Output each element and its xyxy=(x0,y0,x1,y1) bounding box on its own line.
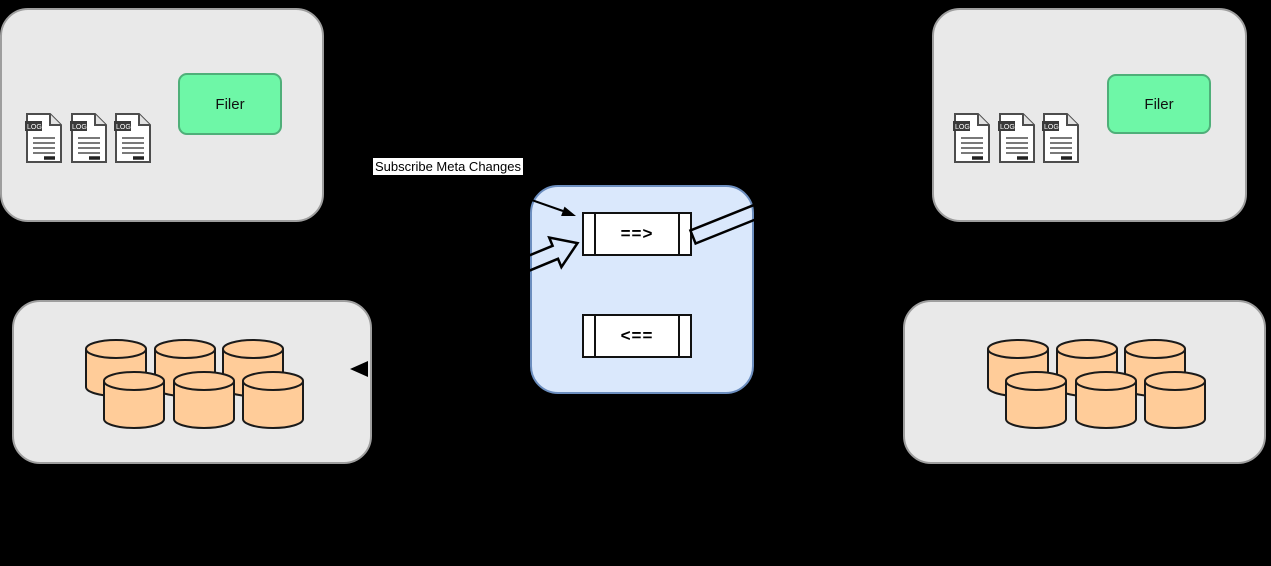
volume-server-icon xyxy=(1144,371,1206,430)
log-badge-label: LOG xyxy=(72,124,87,131)
volume-cluster-right xyxy=(903,300,1266,464)
filer-cluster-left: LOG LOG LOG Filer xyxy=(0,8,324,222)
log-badge-label: LOG xyxy=(116,124,131,131)
log-badge-label: LOG xyxy=(1044,124,1059,131)
log-file-icon: LOG xyxy=(953,113,990,163)
log-badge-label: LOG xyxy=(955,124,970,131)
backward-queue-node: <== xyxy=(582,314,692,358)
log-file-icon: LOG xyxy=(114,113,151,163)
log-badge-label: LOG xyxy=(1000,124,1015,131)
subscribe-meta-changes-label: Subscribe Meta Changes xyxy=(373,158,523,175)
message-queue-panel: ==> <== xyxy=(530,185,754,394)
volume-server-icon xyxy=(1005,371,1067,430)
log-file-icon: LOG xyxy=(998,113,1035,163)
filer-cluster-right: LOG LOG LOG Filer xyxy=(932,8,1247,222)
log-file-icon: LOG xyxy=(70,113,107,163)
volume-server-icon xyxy=(173,371,235,430)
forward-queue-node: ==> xyxy=(582,212,692,256)
volume-server-icon xyxy=(103,371,165,430)
filer-node-left: Filer xyxy=(178,73,282,135)
log-file-icon: LOG xyxy=(25,113,62,163)
log-file-icon: LOG xyxy=(1042,113,1079,163)
volume-cluster-left xyxy=(12,300,372,464)
log-badge-label: LOG xyxy=(27,124,42,131)
filer-node-right: Filer xyxy=(1107,74,1211,134)
volume-server-icon xyxy=(1075,371,1137,430)
backward-queue-label: <== xyxy=(620,326,654,345)
forward-queue-label: ==> xyxy=(620,224,654,243)
volume-server-icon xyxy=(242,371,304,430)
